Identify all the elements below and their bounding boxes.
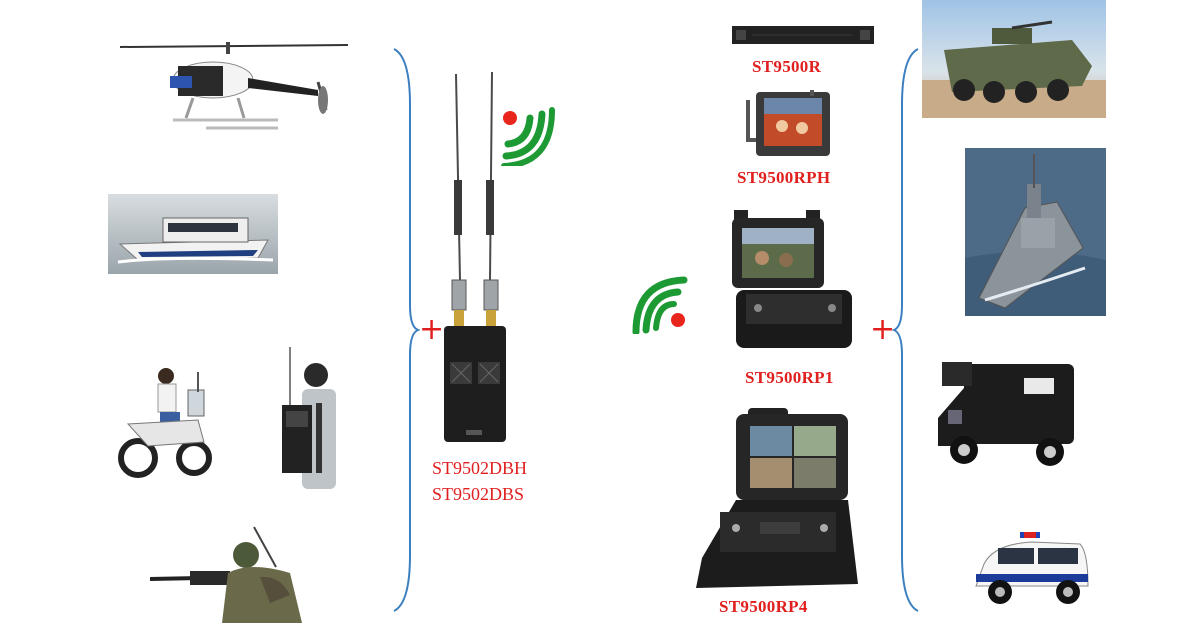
wireless-signal-icon-transmit — [498, 104, 558, 166]
police-car-image — [972, 530, 1092, 610]
backpack-soldier-image — [280, 345, 342, 493]
left-brace — [380, 45, 420, 615]
armored-vehicle-image — [922, 0, 1106, 118]
receiver-model-label-st9500rp1: ST9500RP1 — [745, 368, 834, 387]
motorcycle-image — [118, 362, 214, 480]
transmitter-device — [440, 70, 520, 445]
wireless-signal-icon-receive — [626, 272, 688, 334]
receiver-portable-case-quad — [690, 408, 860, 592]
patrol-boat-image — [108, 194, 278, 274]
transmitter-model-label-2: ST9502DBS — [432, 484, 525, 504]
right-brace — [892, 45, 932, 615]
left-plus-sign: + — [419, 312, 445, 347]
receiver-portable-case-single — [728, 208, 858, 352]
right-plus-sign: + — [870, 312, 896, 347]
receiver-model-label-st9500r: ST9500R — [752, 57, 822, 76]
rifleman-image — [150, 525, 315, 623]
helicopter-image — [118, 38, 350, 133]
receiver-model-label-st9500rph: ST9500RPH — [737, 168, 831, 187]
receiver-model-label-st9500rp4: ST9500RP4 — [719, 597, 808, 616]
warship-image — [965, 148, 1106, 316]
police-van-image — [934, 358, 1078, 468]
receiver-handheld-monitor — [744, 90, 836, 160]
receiver-rack-device — [732, 24, 874, 46]
transmitter-model-label-1: ST9502DBH — [432, 458, 528, 478]
